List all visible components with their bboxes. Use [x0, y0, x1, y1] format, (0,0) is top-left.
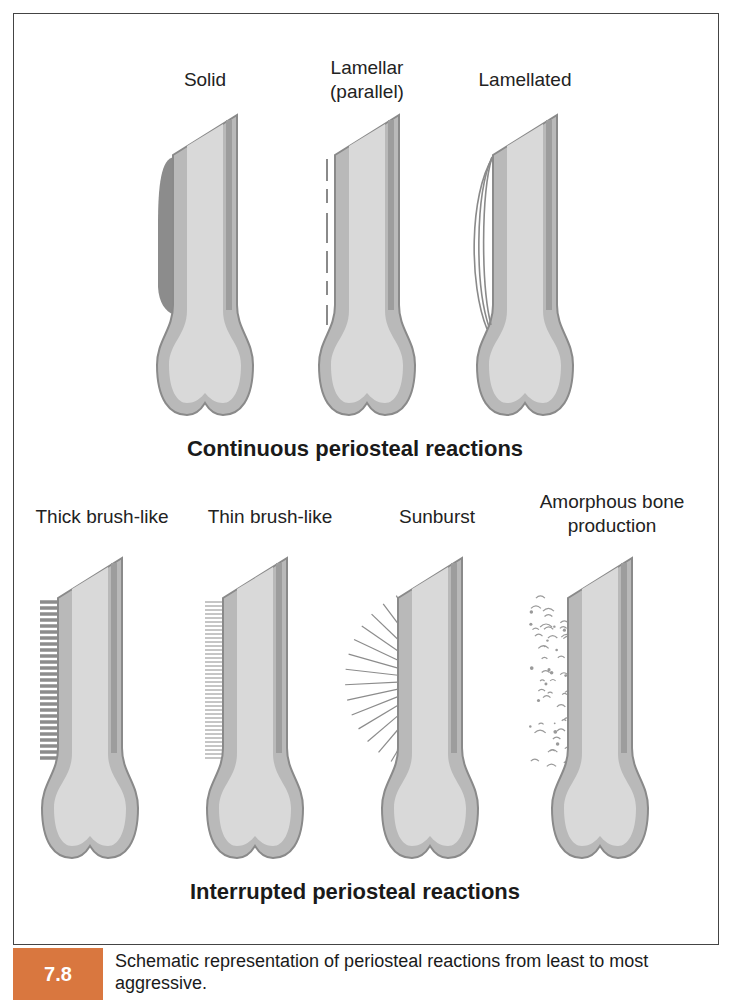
section-heading: Continuous periosteal reactions: [55, 435, 655, 463]
lamellated-bone: [474, 115, 573, 415]
section-heading: Interrupted periosteal reactions: [55, 878, 655, 906]
frame: [14, 14, 719, 945]
thick-brush-bone: [40, 558, 138, 858]
amorphous-bone: [529, 558, 648, 858]
reaction-label: Amorphous bone production: [522, 490, 702, 538]
figure-caption: Schematic representation of periosteal r…: [115, 951, 720, 995]
figure-number-box: 7.8: [13, 948, 103, 1000]
reaction-label: Solid: [125, 68, 285, 92]
reaction-label: Sunburst: [367, 505, 507, 529]
sunburst-bone: [345, 558, 478, 858]
thin-brush-bone: [205, 558, 303, 858]
reaction-label: Thin brush-like: [190, 505, 350, 529]
lamellar-bone: [319, 115, 415, 415]
reaction-label: Thick brush-like: [17, 505, 187, 529]
reaction-label: Lamellar (parallel): [312, 56, 422, 104]
figure-number: 7.8: [44, 963, 72, 986]
solid-bone: [157, 115, 253, 415]
reaction-label: Lamellated: [445, 68, 605, 92]
